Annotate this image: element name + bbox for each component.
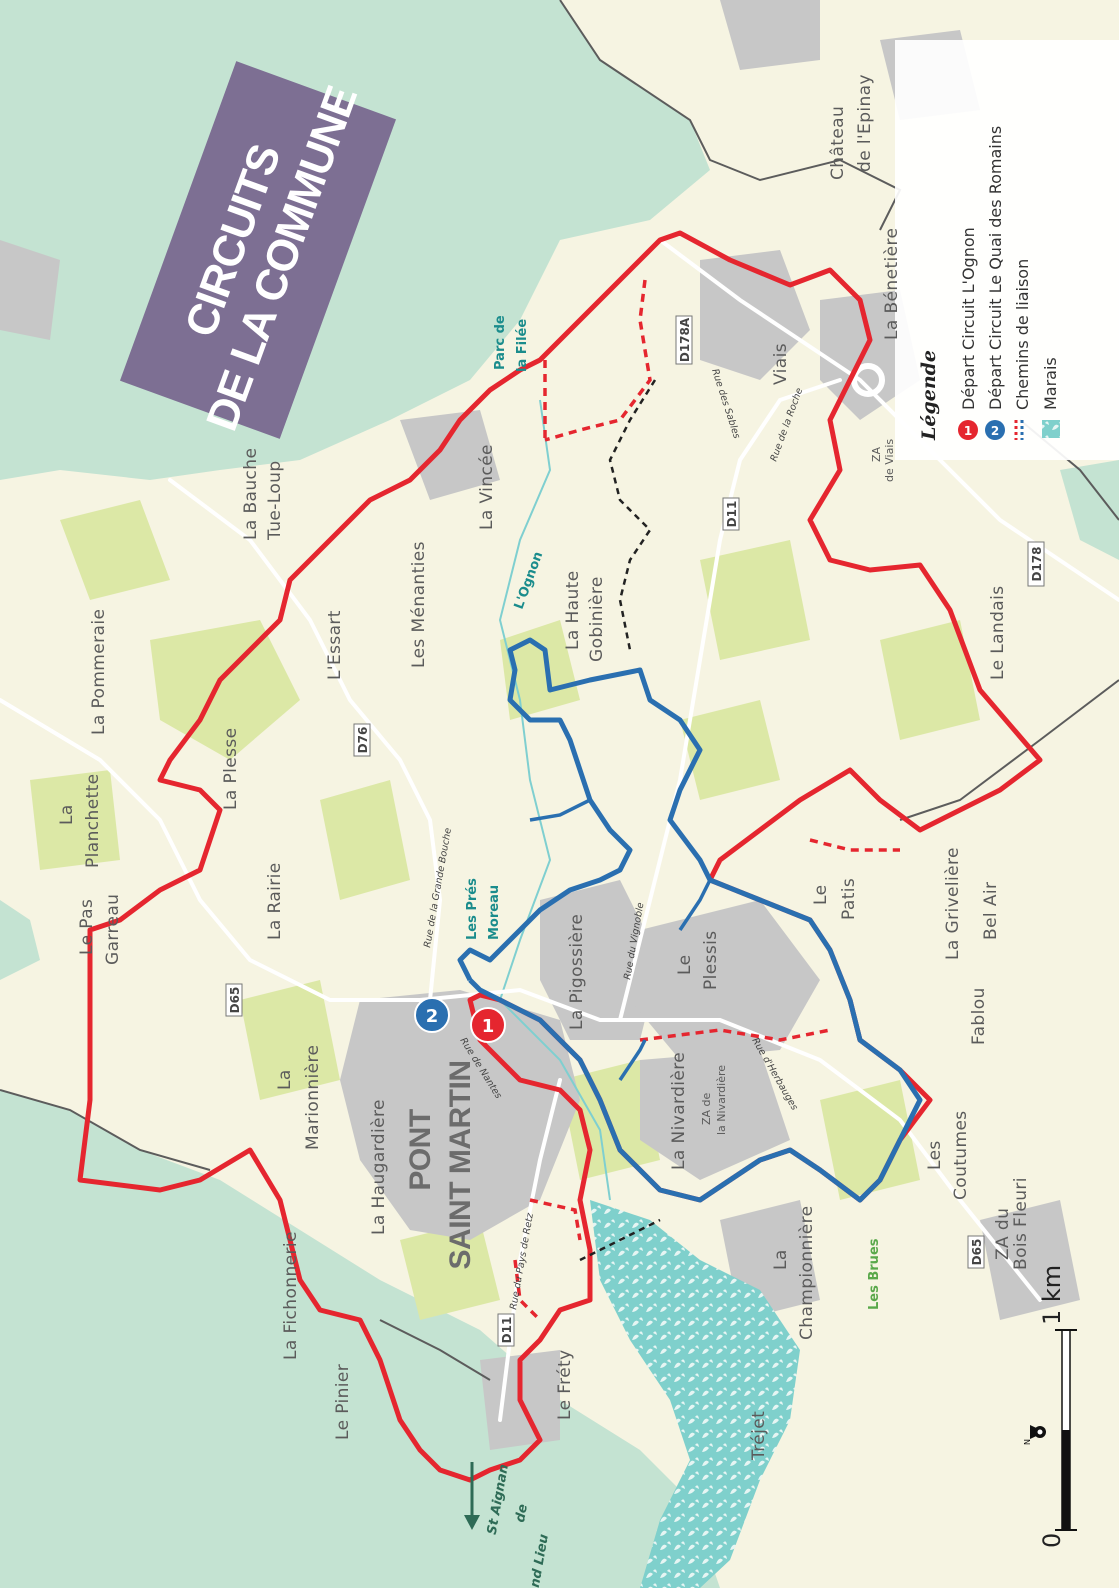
place-za-viais: ZA (870, 446, 883, 462)
legend-label-circuit-1: Départ Circuit L'Ognon (959, 227, 978, 410)
scale-one-km: 1 km (1038, 1265, 1066, 1325)
place-le-plessis-2: Plessis (701, 930, 721, 990)
place-chateau-epinay: Château (828, 106, 848, 180)
svg-text:PONT: PONT (404, 1109, 437, 1191)
place-trejet: Tréjet (749, 1411, 769, 1461)
place-le-patis-1: Le (811, 885, 831, 905)
legend-label-connectors: Chemins de liaison (1013, 259, 1032, 410)
red-connectors (513, 279, 900, 1322)
place-les-coutumes-2: Coutumes (951, 1110, 971, 1200)
place-la-haugardiere: La Haugardière (369, 1099, 389, 1235)
place-za-nivardiere-2: la Nivardière (715, 1065, 728, 1135)
svg-text:D11: D11 (500, 1317, 514, 1344)
svg-text:D178: D178 (1030, 546, 1044, 581)
svg-text:1: 1 (964, 424, 972, 438)
circuit-ognon-route (77, 230, 1043, 1483)
black-connectors (579, 379, 661, 1262)
place-le-landais: Le Landais (988, 586, 1008, 681)
place-la-marionniere-2: Marionnière (303, 1045, 323, 1150)
scale-bar: 1 km 0 N (1023, 1265, 1077, 1548)
place-les-coutumes-1: Les (925, 1140, 945, 1170)
legend: Légende 1 Départ Circuit L'Ognon 2 Dépar… (895, 40, 1119, 460)
svg-text:D11: D11 (725, 501, 739, 528)
svg-text:SAINT MARTIN: SAINT MARTIN (444, 1061, 477, 1270)
north-arrow-icon: N (1023, 1425, 1046, 1445)
place-garreau: Garreau (103, 894, 123, 965)
place-la-pommeraie: La Pommeraie (89, 609, 109, 735)
title-banner: CIRCUITS DE LA COMMUNE (119, 61, 397, 439)
legend-label-marsh: Marais (1041, 357, 1060, 410)
place-la-nivardiere: La Nivardière (669, 1052, 689, 1170)
legend-item-connectors: Chemins de liaison (1013, 259, 1032, 440)
legend-heading: Légende (918, 350, 940, 441)
place-le-plessis-1: Le (675, 955, 695, 975)
circuit-quai-des-romains-route (457, 637, 923, 1203)
place-chateau-epinay-2: de l'Epinay (855, 74, 875, 172)
svg-text:D65: D65 (970, 1239, 984, 1266)
place-la-planchette-1: La (57, 804, 77, 825)
place-bel-air: Bel Air (981, 882, 1001, 940)
roundabout (851, 363, 885, 397)
feature-parc-filee-1: Parc de (493, 315, 508, 370)
road-shields: D178A D11 D178 D76 D65 D65 D11 (225, 315, 1045, 1347)
legend-item-circuit-1: 1 Départ Circuit L'Ognon (958, 227, 978, 440)
town-name: PONT SAINT MARTIN (404, 1061, 477, 1270)
north-label: N (1023, 1439, 1032, 1445)
place-la-griveliere: La Grivelière (943, 847, 963, 960)
place-za-viais-2: de Viais (883, 439, 896, 482)
place-viais: Viais (771, 343, 791, 385)
svg-text:D178A: D178A (678, 317, 692, 362)
place-za-nivardiere-1: ZA de (700, 1092, 713, 1125)
place-labels: Château de l'Epinay La Bénetière Viais Z… (57, 74, 1031, 1461)
feature-parc-filee-2: la Filée (515, 319, 530, 372)
place-la-haute: La Haute (563, 570, 583, 650)
place-championniere-2: Championnière (797, 1205, 817, 1340)
place-le-pas: Le Pas (77, 899, 97, 955)
feature-pres-moreau-1: Les Prés (465, 878, 480, 940)
place-la-vincee: La Vincée (477, 444, 497, 530)
place-la-plesse: La Plesse (221, 728, 241, 811)
legend-label-circuit-2: Départ Circuit Le Quai des Romains (986, 126, 1005, 410)
direction-line-2: de (513, 1503, 531, 1524)
place-za-bois-fleuri-1: ZA du (993, 1208, 1013, 1260)
start-marker-2[interactable]: 2 (414, 997, 450, 1033)
place-tue-loup: Tue-Loup (265, 460, 285, 541)
place-le-patis-2: Patis (839, 878, 859, 920)
place-championniere-1: La (771, 1249, 791, 1270)
crop-areas (30, 500, 980, 1320)
scale-zero: 0 (1038, 1533, 1066, 1548)
legend-item-marsh: Marais (1041, 357, 1060, 438)
place-lessart: L'Essart (325, 610, 345, 680)
svg-text:D76: D76 (356, 727, 370, 754)
place-la-fichonnerie: La Fichonnerie (281, 1231, 301, 1360)
start-marker-2-number: 2 (426, 1006, 439, 1027)
place-la-planchette-2: Planchette (83, 773, 103, 868)
circuit-2-branch (529, 798, 712, 1081)
feature-les-brues: Les Brues (867, 1238, 882, 1310)
feature-pres-moreau-2: Moreau (487, 885, 502, 940)
place-le-frety: Le Fréty (555, 1349, 575, 1420)
start-marker-1-number: 1 (482, 1016, 495, 1037)
place-la-bauche: La Bauche (241, 448, 261, 540)
svg-text:D65: D65 (228, 987, 242, 1014)
place-la-benetiere: La Bénetière (882, 228, 902, 340)
legend-item-circuit-2: 2 Départ Circuit Le Quai des Romains (985, 126, 1005, 440)
svg-text:2: 2 (991, 424, 999, 438)
place-le-pinier: Le Pinier (333, 1364, 353, 1440)
place-la-rairie: La Rairie (265, 862, 285, 940)
place-la-marionniere-1: La (275, 1069, 295, 1090)
place-gobiniere: Gobinière (587, 576, 607, 662)
place-fablou: Fablou (969, 987, 989, 1045)
start-marker-1[interactable]: 1 (470, 1007, 506, 1043)
place-za-bois-fleuri-2: Bois Fleuri (1011, 1177, 1031, 1270)
place-la-pigossiere: La Pigossière (567, 914, 587, 1030)
marsh-area (590, 1200, 800, 1588)
place-les-menanties: Les Ménanties (409, 541, 429, 668)
